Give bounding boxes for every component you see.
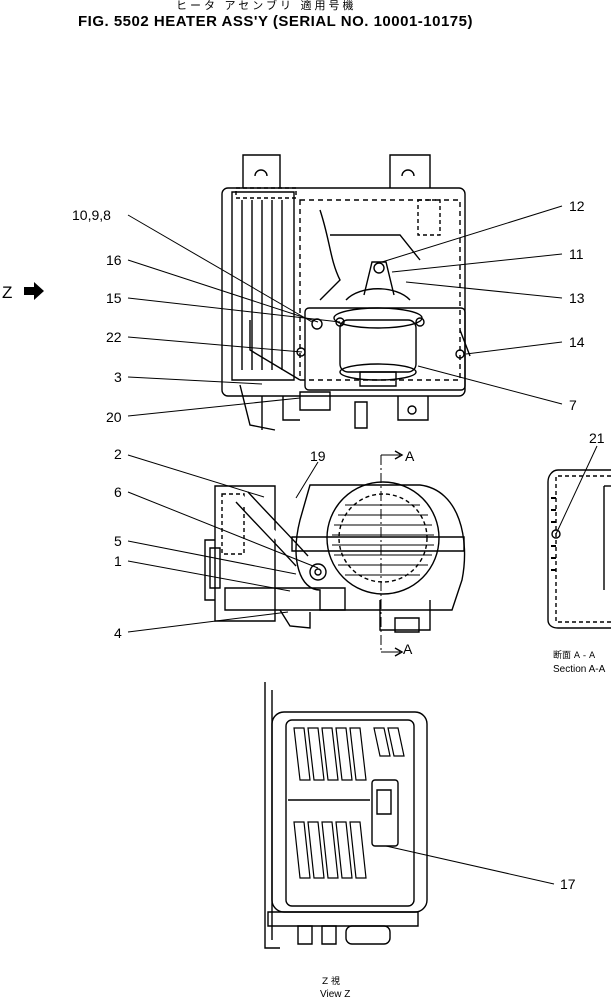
- side-view-unit: [205, 451, 465, 656]
- callout-22: 22: [106, 329, 122, 345]
- callout-3: 3: [114, 369, 122, 385]
- callout-13: 13: [569, 290, 585, 306]
- section-a-top-marker: A: [405, 448, 415, 464]
- leader-lines: [128, 206, 597, 884]
- view-z-marker: Z: [2, 283, 13, 302]
- view-z-unit: [265, 682, 427, 948]
- callout-1: 1: [114, 553, 122, 569]
- callout-12: 12: [569, 198, 585, 214]
- section-a-bottom-marker: A: [403, 641, 413, 657]
- figure-title: FIG. 5502 HEATER ASS'Y (SERIAL NO. 10001…: [78, 13, 473, 30]
- callout-19: 19: [310, 448, 326, 464]
- callout-5: 5: [114, 533, 122, 549]
- callout-7: 7: [569, 397, 577, 413]
- callout-15: 15: [106, 290, 122, 306]
- callout-4: 4: [114, 625, 122, 641]
- callout-17: 17: [560, 876, 576, 892]
- callout-21: 21: [589, 430, 605, 446]
- section-a-a-view: [548, 470, 611, 628]
- callout-6: 6: [114, 484, 122, 500]
- view-z-arrow-icon: [24, 282, 44, 300]
- section-caption-jp: 断面 A - A: [553, 651, 596, 661]
- callout-16: 16: [106, 252, 122, 268]
- callout-20: 20: [106, 409, 122, 425]
- callout-2: 2: [114, 446, 122, 462]
- top-view-unit: [222, 155, 470, 430]
- section-caption-en: Section A-A: [553, 664, 606, 675]
- callout-11: 11: [569, 246, 584, 262]
- callout-14: 14: [569, 334, 585, 350]
- japanese-title: ヒータ アセンブリ 適用号機: [176, 0, 357, 12]
- view-z-caption-en: View Z: [320, 989, 351, 1000]
- callout-10-9-8: 10,9,8: [72, 207, 111, 223]
- view-z-caption-jp: Z 視: [322, 977, 341, 987]
